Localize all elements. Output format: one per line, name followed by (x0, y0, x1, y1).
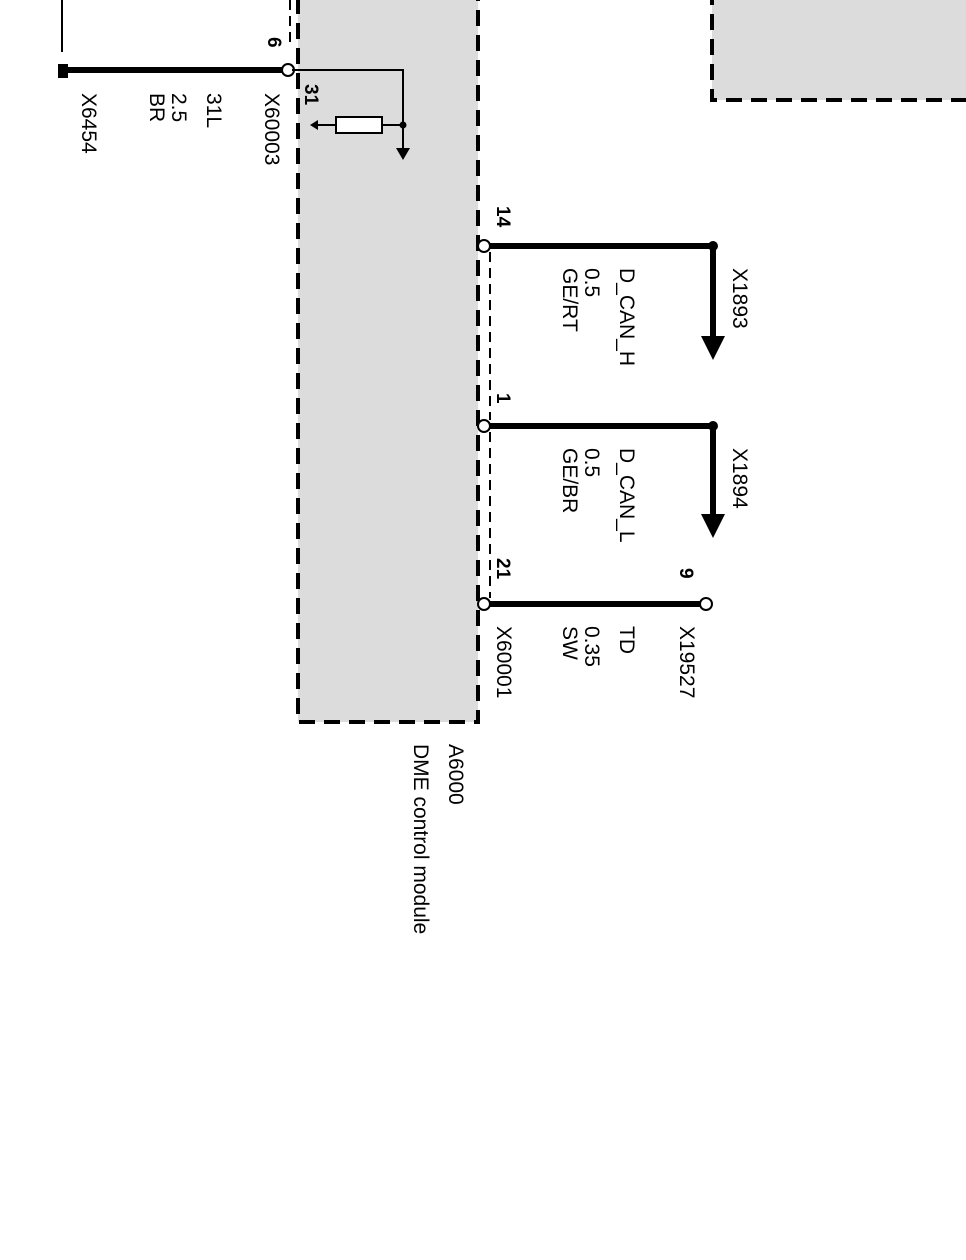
internal-ground-arrow (396, 148, 410, 160)
x19527-contact (699, 597, 713, 611)
label-ground-gauge: 2.5 (167, 93, 190, 122)
pin-21-contact (477, 597, 491, 611)
pin-21-label: 21 (492, 558, 513, 580)
internal-pin-arrow (310, 120, 318, 130)
other-module-box (710, 0, 966, 102)
pin-31-label: 31 (300, 84, 321, 106)
pin-14-label: 14 (492, 206, 513, 228)
label-ground-signal: 31L (202, 93, 225, 128)
label-x60003: X60003 (260, 93, 283, 165)
x1893-arrow-head (701, 336, 725, 360)
label-d-can-l-color: GE/BR (558, 448, 581, 513)
module-box (296, 0, 480, 724)
label-x1893: X1893 (728, 268, 751, 329)
label-td-gauge: 0.35 (580, 626, 603, 667)
pin-14-contact (477, 239, 491, 253)
label-d-can-l-signal: D_CAN_L (615, 448, 638, 543)
label-x1894: X1894 (728, 448, 751, 509)
label-d-can-h-color: GE/RT (558, 268, 581, 332)
x1894-arrow-head (701, 514, 725, 538)
x1893-node (708, 241, 718, 251)
label-td-signal: TD (615, 626, 638, 654)
x1894-node (708, 421, 718, 431)
label-td-color: SW (558, 626, 581, 660)
module-id-label: A6000 (444, 744, 467, 805)
label-x6454: X6454 (77, 93, 100, 154)
label-d-can-h-signal: D_CAN_H (615, 268, 638, 366)
pin-1-label: 1 (492, 393, 513, 404)
label-ground-color: BR (145, 93, 168, 122)
pin-9-label: 9 (675, 568, 696, 579)
label-d-can-h-gauge: 0.5 (580, 268, 603, 297)
module-name-label: DME control module (409, 744, 432, 934)
internal-node (399, 121, 407, 129)
label-x19527: X19527 (675, 626, 698, 698)
ground-splice-terminal (58, 64, 68, 78)
pin-6-label: 6 (263, 37, 284, 48)
pin-1-contact (477, 419, 491, 433)
internal-trace (292, 69, 404, 148)
label-d-can-l-gauge: 0.5 (580, 448, 603, 477)
label-x60001: X60001 (492, 626, 515, 698)
resistor (335, 116, 383, 134)
